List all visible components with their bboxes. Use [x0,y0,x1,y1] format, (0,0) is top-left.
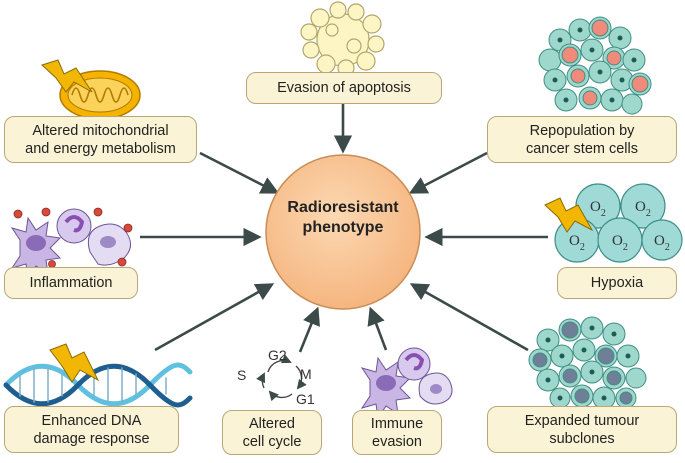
phase-g1-label: G1 [296,391,315,407]
label-hypoxia: Hypoxia [557,267,677,299]
arrow-cell-cycle [298,306,320,353]
label-altered-cell-cycle: Altered cell cycle [222,410,322,455]
label-altered-mitochondrial: Altered mitochondrial and energy metabol… [4,116,197,163]
svg-text:O2: O2 [590,199,606,219]
tumour-subclones-icon [528,316,647,410]
label-immune-evasion: Immune evasion [352,410,442,455]
hypoxia-o2-labels: O2 O2 O2 O2 O2 [569,199,670,253]
phase-s-label: S [237,367,246,383]
arrows [140,104,548,353]
arrow-subclones [409,283,529,352]
label-repopulation: Repopulation by cancer stem cells [487,116,677,163]
svg-text:O2: O2 [569,233,585,253]
arrow-dna [154,283,275,352]
center-title-line2: phenotype [302,219,384,236]
svg-text:O2: O2 [635,199,651,219]
radioresistant-circle [265,154,421,310]
immune-cells-icon [360,347,453,420]
phase-g2-label: G2 [268,347,287,363]
lightning-icon-mito [41,59,93,93]
label-enhanced-dna: Enhanced DNA damage response [4,406,179,453]
center-title-line1: Radioresistant [287,199,399,216]
svg-text:O2: O2 [654,233,670,253]
apoptotic-cell-icon [300,1,385,77]
label-evasion-of-apoptosis: Evasion of apoptosis [246,72,442,104]
arrow-repopulation [408,151,488,194]
dna-helix-icon [3,362,193,408]
hypoxia-bubbles-icon [554,183,683,263]
radioresistant-phenotype-title: Radioresistant phenotype [268,198,418,238]
inflammation-cells-icon [10,207,133,280]
label-inflammation: Inflammation [4,267,138,299]
lightning-icon-hypoxia [544,197,594,233]
arrow-immune [367,306,388,351]
stem-cell-cluster-icon [538,16,652,115]
phase-m-label: M [300,366,312,382]
arrow-mitochondrial [199,151,280,194]
cell-cycle-icon [256,354,307,402]
svg-text:O2: O2 [612,233,628,253]
label-expanded-subclones: Expanded tumour subclones [487,406,677,453]
lightning-icon-dna [49,343,100,383]
